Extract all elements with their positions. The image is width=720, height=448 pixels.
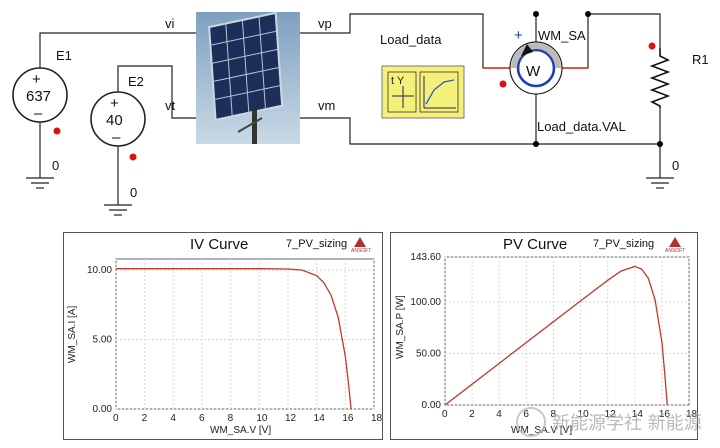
junction-dot: [533, 141, 539, 147]
iv-y-tick-label: 10.00: [87, 265, 112, 276]
wattmeter-plus: +: [514, 27, 523, 44]
ground-r1: 0: [646, 158, 679, 189]
source-e2-name: E2: [128, 74, 144, 89]
pv-chart-subtitle: 7_PV_sizing: [593, 238, 654, 250]
iv-y-tick-label: 5.00: [93, 335, 113, 346]
pv-x-tick-label: 10: [578, 409, 590, 420]
solar-panel-icon[interactable]: [196, 11, 300, 144]
load-block-name: Load_data: [380, 32, 442, 47]
iv-series-line: [116, 268, 352, 410]
iv-x-tick-label: 14: [314, 413, 326, 424]
svg-text:–: –: [112, 129, 121, 146]
pv-y-tick-label: 143.60: [410, 252, 441, 263]
ground-r1-label: 0: [672, 158, 679, 173]
iv-chart-brand: ANSOFT: [351, 248, 371, 254]
load-block-val-label: Load_data.VAL: [537, 119, 626, 134]
iv-x-tick-label: 10: [256, 413, 268, 424]
pv-x-tick-label: 16: [659, 409, 671, 420]
pin-vi-label: vi: [165, 16, 175, 31]
wires: [39, 13, 661, 205]
iv-x-axis-label: WM_SA.V [V]: [210, 425, 271, 436]
pin-marker: [648, 42, 656, 50]
iv-chart-subtitle: 7_PV_sizing: [286, 238, 347, 250]
svg-text:+: +: [110, 95, 119, 112]
source-e2-value: 40: [106, 112, 123, 129]
source-e1-value: 637: [26, 88, 51, 105]
pv-x-tick-label: 8: [550, 409, 556, 420]
source-e2[interactable]: + – 40 E2: [90, 74, 146, 161]
pin-marker: [53, 127, 61, 135]
iv-x-tick-label: 16: [342, 413, 354, 424]
pv-y-tick-label: 50.00: [416, 348, 441, 359]
iv-plot-area: [115, 258, 375, 410]
ansoft-logo-icon: [354, 237, 366, 247]
wattmeter[interactable]: W + WM_SA: [499, 27, 587, 95]
pin-vp-label: vp: [318, 16, 332, 31]
svg-text:–: –: [34, 105, 43, 122]
load-block-icon-text: t Y: [391, 75, 405, 87]
iv-x-tick-label: 8: [228, 413, 234, 424]
iv-y-tick-label: 0.00: [93, 404, 113, 415]
junction-dot: [585, 11, 591, 17]
pv-plot-area: [444, 256, 690, 406]
iv-x-tick-label: 2: [142, 413, 148, 424]
pin-marker: [499, 80, 507, 88]
iv-x-tick-label: 4: [170, 413, 176, 424]
watermark: 新能源学社 新能源: [516, 404, 716, 440]
source-e1[interactable]: + – 637 E1: [12, 48, 72, 135]
junction-dot: [657, 141, 663, 147]
iv-curve-chart: IV Curve 7_PV_sizing ANSOFT 0 2 4 6 8 10 12 14 1…: [67, 236, 382, 436]
ground-e2: 0: [104, 185, 137, 216]
pin-vm-label: vm: [318, 98, 335, 113]
iv-x-tick-label: 0: [113, 413, 119, 424]
iv-y-axis-label: WM_SA.I [A]: [67, 306, 78, 363]
junction-dot: [533, 11, 539, 17]
watermark-text: 新能源学社 新能源: [552, 413, 702, 434]
pv-x-tick-label: 12: [605, 409, 617, 420]
wechat-logo-icon: [516, 407, 546, 437]
ground-e1-label: 0: [52, 158, 59, 173]
pv-y-axis-label: WM_SA.P [W]: [395, 295, 406, 359]
wattmeter-name: WM_SA: [538, 28, 586, 43]
pv-x-tick-label: 14: [632, 409, 644, 420]
iv-x-tick-label: 6: [199, 413, 205, 424]
pv-x-tick-label: 18: [686, 409, 697, 420]
svg-text:+: +: [32, 71, 41, 88]
source-e1-name: E1: [56, 48, 72, 63]
ground-e2-label: 0: [130, 185, 137, 200]
pv-x-tick-label: 4: [496, 409, 502, 420]
pv-y-tick-label: 0.00: [422, 400, 442, 411]
iv-x-tick-label: 18: [371, 413, 382, 424]
ansoft-logo-icon: [669, 237, 681, 247]
load-data-block[interactable]: t Y: [381, 65, 465, 119]
iv-chart-title: IV Curve: [190, 236, 248, 253]
resistor-name: R1: [692, 52, 709, 67]
pv-series-line: [444, 265, 668, 406]
pv-x-tick-label: 2: [469, 409, 475, 420]
pin-marker: [129, 153, 137, 161]
wattmeter-symbol: W: [526, 63, 541, 80]
pv-chart-title: PV Curve: [503, 236, 567, 253]
iv-curve-panel[interactable]: IV Curve 7_PV_sizing ANSOFT 0 2 4 6 8 10 12 14 1…: [63, 232, 383, 440]
pin-vt-label: vt: [165, 98, 176, 113]
resistor-r1[interactable]: R1: [648, 42, 709, 109]
iv-x-tick-label: 12: [285, 413, 297, 424]
pv-chart-brand: ANSOFT: [665, 248, 685, 254]
ground-e1: 0: [26, 158, 59, 189]
pv-x-tick-label: 0: [442, 409, 448, 420]
pv-y-tick-label: 100.00: [410, 297, 441, 308]
